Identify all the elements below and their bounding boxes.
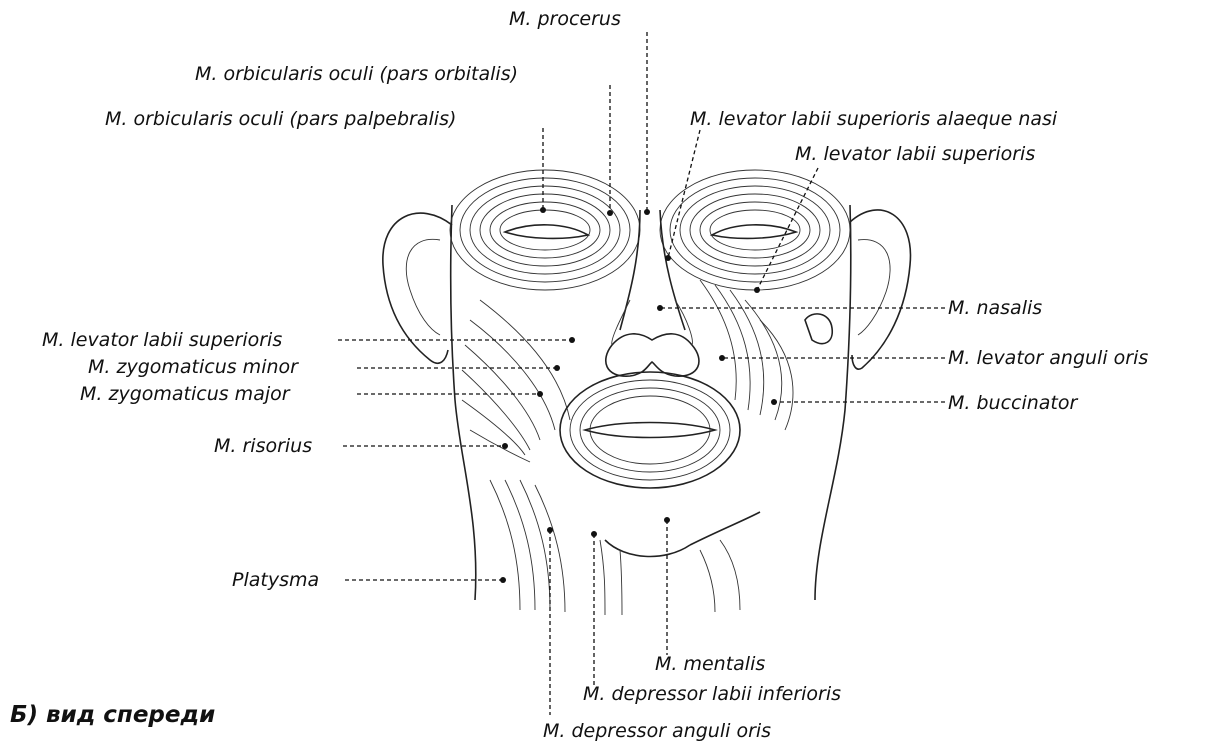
leader-lines xyxy=(338,32,945,715)
label-depressor-anguli-oris: M. depressor anguli oris xyxy=(543,720,771,742)
label-risorius: M. risorius xyxy=(214,435,312,457)
face-illustration xyxy=(383,170,911,615)
label-buccinator: M. buccinator xyxy=(948,392,1079,414)
label-levator-alaeque-nasi: M. levator labii superioris alaeque nasi xyxy=(690,108,1058,130)
label-mentalis: M. mentalis xyxy=(655,653,765,675)
label-levator-labii-superioris-right: M. levator labii superioris xyxy=(795,143,1035,165)
mouth xyxy=(560,372,740,488)
label-levator-anguli-oris: M. levator anguli oris xyxy=(948,347,1148,369)
label-procerus: M. procerus xyxy=(509,8,621,30)
label-zygomaticus-minor: M. zygomaticus minor xyxy=(88,356,299,378)
label-depressor-labii-inferioris: M. depressor labii inferioris xyxy=(583,683,841,705)
right-cheek-fibres xyxy=(700,280,793,430)
label-levator-labii-superioris-left: M. levator labii superioris xyxy=(42,329,282,351)
label-nasalis: M. nasalis xyxy=(948,297,1042,319)
left-cheek-fibres xyxy=(462,300,570,462)
figure-caption: Б) вид спереди xyxy=(10,702,215,728)
label-orbicularis-oculi-orbitalis: M. orbicularis oculi (pars orbitalis) xyxy=(195,63,518,85)
orbicularis-fibres xyxy=(450,170,850,290)
left-ear xyxy=(383,213,452,363)
label-zygomaticus-major: M. zygomaticus major xyxy=(80,383,291,405)
labels: M. procerus M. orbicularis oculi (pars o… xyxy=(10,8,1148,742)
label-platysma: Platysma xyxy=(232,569,319,591)
chin-neck xyxy=(490,480,760,615)
right-ear xyxy=(850,210,910,369)
label-orbicularis-oculi-palpebralis: M. orbicularis oculi (pars palpebralis) xyxy=(105,108,456,130)
